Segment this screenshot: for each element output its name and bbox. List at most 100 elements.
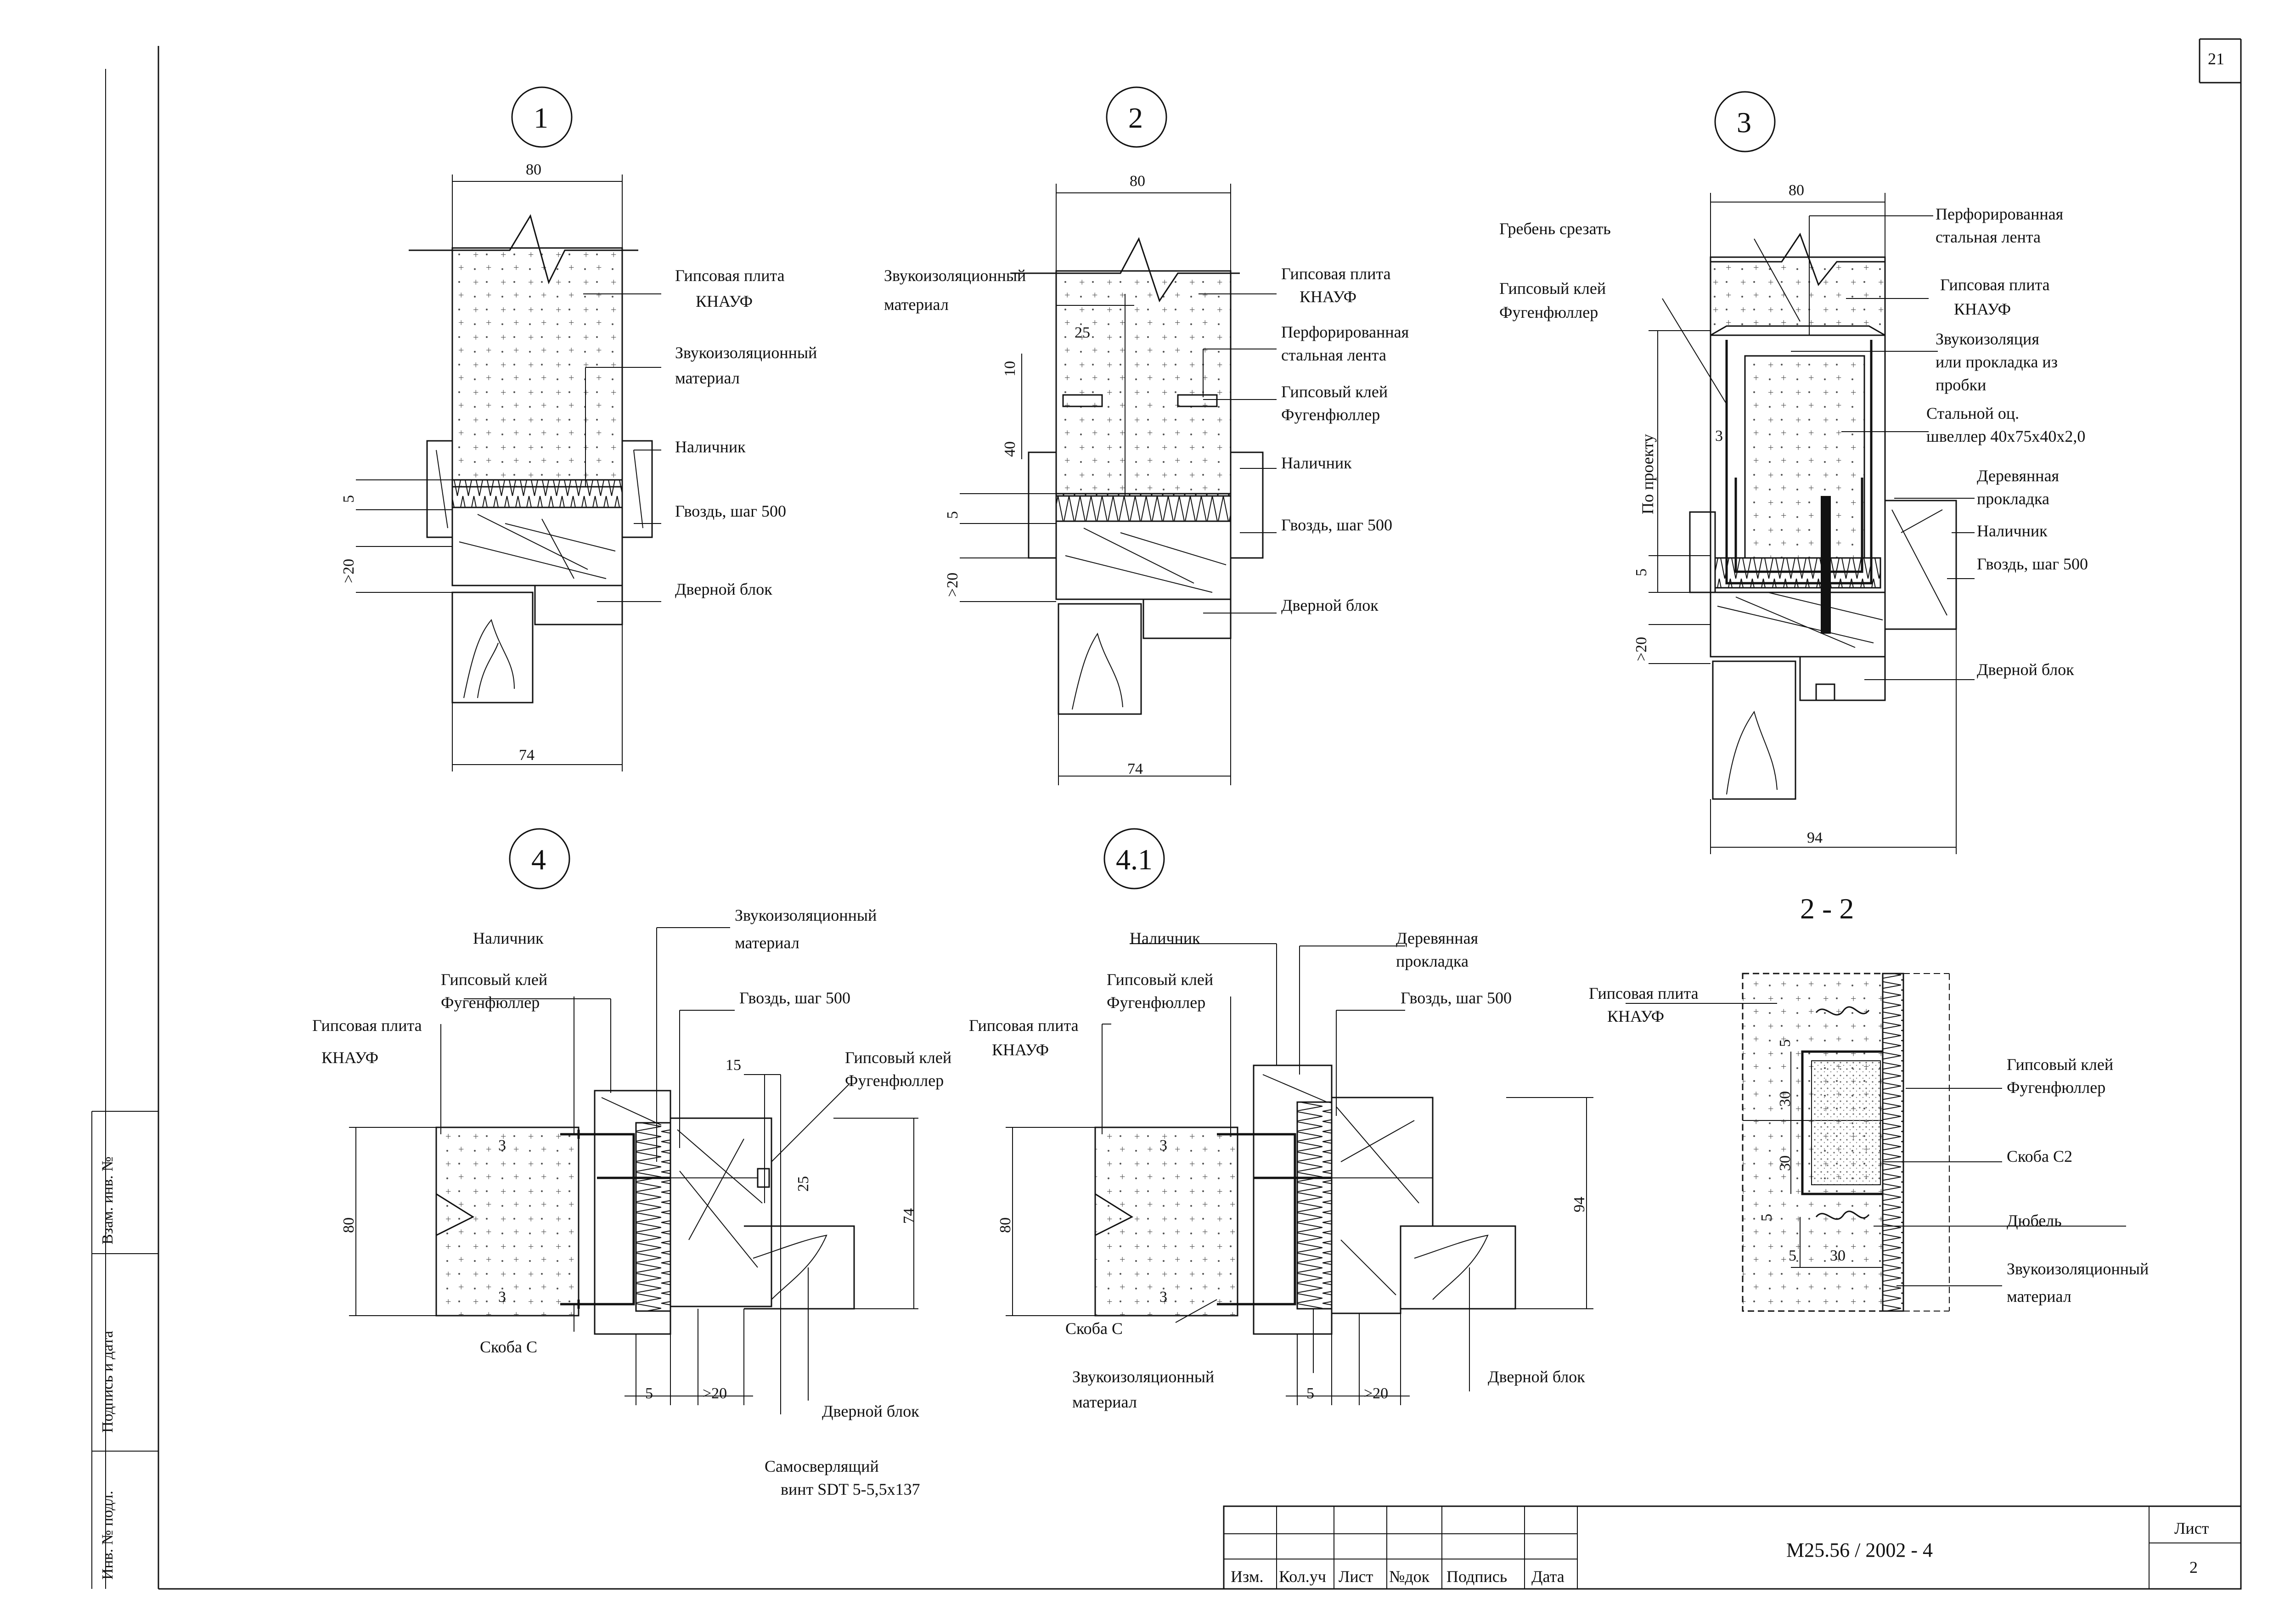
title-block-col: Лист	[1339, 1567, 1373, 1586]
node-3-label: Стальной оц.	[1926, 404, 2019, 422]
node-1-dim-bottom: 74	[519, 747, 535, 764]
node-3-label: прокладка	[1977, 490, 2049, 508]
node-4-dim-80: 80	[340, 1217, 357, 1233]
stamp-inv-podl: Инв. № подл.	[99, 1491, 116, 1580]
node-4-label: Звукоизоляционный	[735, 906, 877, 924]
sheet-value: 2	[2189, 1558, 2198, 1576]
node-4-1-label: Фугенфюллер	[1107, 993, 1205, 1012]
node-4-1	[1006, 828, 1593, 1405]
node-1-label: Гвоздь, шаг 500	[675, 502, 786, 520]
node-4-1-dim-3b: 3	[1159, 1289, 1167, 1306]
node-1-label: Гипсовая плита	[675, 266, 785, 285]
section-2-2-dim-5a: 5	[1777, 1039, 1794, 1047]
node-4-1-label: Звукоизоляционный	[1072, 1368, 1214, 1386]
section-2-2-label: Дюбель	[2007, 1211, 2062, 1230]
node-4-1-number: 4.1	[1116, 843, 1153, 876]
node-4-1-label: Гипсовый клей	[1107, 970, 1213, 989]
node-2-circle	[1106, 86, 1167, 148]
node-2-label: Дверной блок	[1281, 596, 1379, 614]
node-4-1-label: Скоба С	[1065, 1319, 1123, 1338]
section-2-2-label: Гипсовый клей	[2007, 1055, 2113, 1074]
node-4-dim-74: 74	[900, 1208, 917, 1224]
section-2-2	[1626, 973, 2126, 1312]
node-4-1-label: Наличник	[1130, 929, 1200, 947]
node-4-1-label: КНАУФ	[992, 1041, 1049, 1059]
node-4-label: Фугенфюллер	[845, 1071, 944, 1090]
node-4-dim-15: 15	[726, 1057, 741, 1074]
node-4-1-label: материал	[1072, 1393, 1137, 1411]
node-4-label: Гипсовый клей	[845, 1048, 951, 1067]
node-4-1-dim-20: >20	[1364, 1385, 1388, 1402]
node-3-label: Звукоизоляция	[1936, 330, 2039, 348]
node-4-label: Дверной блок	[822, 1402, 919, 1420]
node-4-circle	[509, 828, 570, 889]
node-1-label: Дверной блок	[675, 580, 772, 598]
node-3-dim-bottom: 94	[1807, 829, 1823, 846]
node-2-label: Гвоздь, шаг 500	[1281, 516, 1392, 534]
section-2-2-dim-30b: 30	[1777, 1155, 1794, 1171]
title-block-col: Дата	[1531, 1567, 1564, 1586]
node-1-dim-top: 80	[526, 161, 541, 178]
stamp-sign-date: Подпись и дата	[99, 1331, 116, 1433]
document-code: М25.56 / 2002 - 4	[1786, 1539, 1933, 1561]
node-2-label: материал	[884, 295, 949, 314]
node-4-dim-3a: 3	[498, 1137, 506, 1154]
node-3-label: Гребень срезать	[1499, 220, 1611, 238]
section-2-2-dim-30a: 30	[1777, 1091, 1794, 1107]
corner-sheet-number: 21	[2208, 50, 2224, 68]
node-3-label: Дверной блок	[1977, 660, 2074, 679]
node-4-1-dim-5: 5	[1306, 1385, 1314, 1402]
node-3-number: 3	[1737, 106, 1751, 139]
node-3-label: Деревянная	[1977, 467, 2059, 485]
node-4-label: Гипсовый клей	[441, 970, 547, 989]
node-4-label: винт SDT 5-5,5х137	[781, 1480, 920, 1498]
node-4-1-dim-94: 94	[1571, 1197, 1588, 1212]
node-2-number: 2	[1128, 101, 1143, 134]
node-2-dim-40: 40	[1002, 441, 1019, 457]
node-4-number: 4	[531, 843, 546, 876]
node-3-dim-5: 5	[1633, 569, 1650, 576]
node-4-1-label: Деревянная	[1396, 929, 1478, 947]
node-4-label: Гипсовая плита	[312, 1016, 422, 1035]
node-1-number: 1	[534, 101, 548, 134]
node-4-1-label: Гвоздь, шаг 500	[1401, 989, 1512, 1007]
node-1-dim-5: 5	[340, 495, 357, 503]
node-3-label: Перфорированная	[1936, 205, 2063, 223]
node-4-label: Гвоздь, шаг 500	[739, 989, 850, 1007]
node-4-1-dim-80: 80	[997, 1217, 1014, 1233]
node-3-dim-vertical: По проекту	[1638, 434, 1657, 514]
node-2-label: Гипсовый клей	[1281, 383, 1388, 401]
node-4-label: Самосверлящий	[765, 1457, 879, 1475]
node-1	[356, 86, 661, 771]
section-2-2-label: Скоба С2	[2007, 1147, 2072, 1165]
node-1-label: Звукоизоляционный	[675, 343, 817, 362]
node-1-circle	[511, 86, 573, 148]
node-2-label: Звукоизоляционный	[884, 266, 1026, 285]
node-4-dim-5: 5	[645, 1385, 653, 1402]
section-2-2-title: 2 - 2	[1800, 892, 1854, 925]
node-4-dim-3b: 3	[498, 1289, 506, 1306]
node-3-dim-3: 3	[1715, 428, 1723, 445]
section-2-2-dim-5b: 5	[1758, 1214, 1775, 1222]
section-2-2-label: КНАУФ	[1607, 1007, 1664, 1025]
section-2-2-label: Гипсовая плита	[1589, 984, 1699, 1002]
section-2-2-label: Звукоизоляционный	[2007, 1260, 2149, 1278]
node-4-label: материал	[735, 934, 799, 952]
node-3-label: пробки	[1936, 376, 1986, 394]
sheet-label: Лист	[2174, 1519, 2209, 1537]
node-3-label: Фугенфюллер	[1499, 303, 1598, 321]
title-block	[1223, 1505, 2242, 1590]
node-2-dim-20: >20	[944, 573, 961, 597]
section-2-2-dim-30c: 30	[1830, 1247, 1846, 1264]
node-1-dim-20: >20	[340, 559, 357, 583]
node-3-dim-top: 80	[1789, 182, 1804, 199]
node-2-dim-top: 80	[1130, 173, 1145, 190]
title-block-col: №док	[1389, 1567, 1430, 1586]
node-3-label: стальная лента	[1936, 228, 2041, 246]
node-4-1-label: Гипсовая плита	[969, 1016, 1079, 1035]
node-3	[1649, 91, 1975, 854]
side-stamp	[91, 69, 158, 1589]
node-3-label: Гвоздь, шаг 500	[1977, 555, 2088, 573]
title-block-col: Изм.	[1231, 1567, 1264, 1586]
